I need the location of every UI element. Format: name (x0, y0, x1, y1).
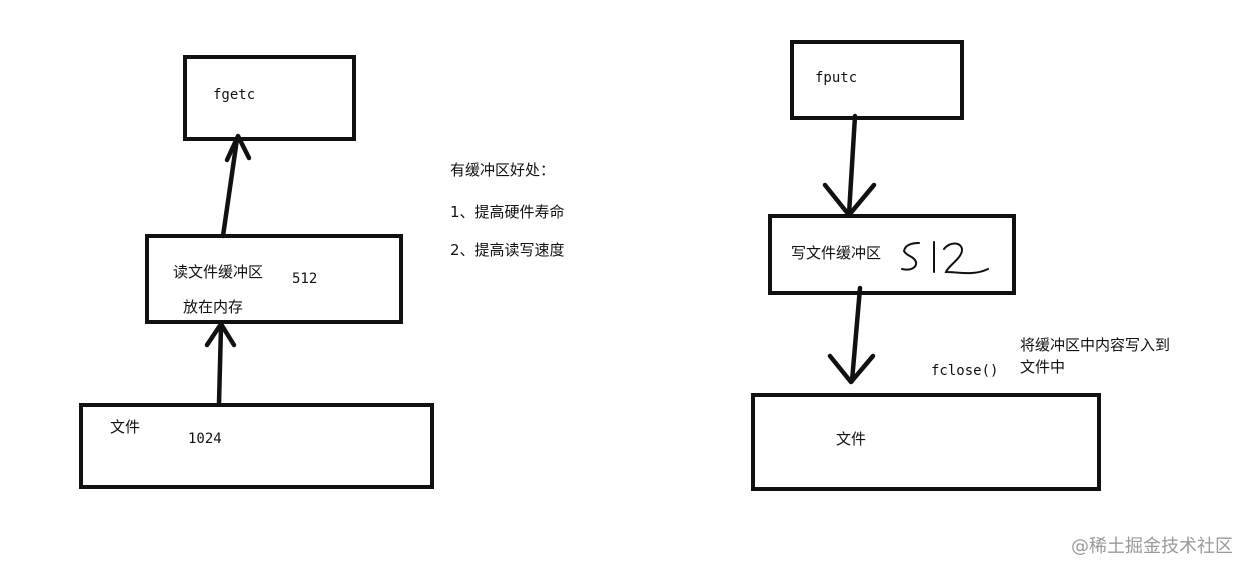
handwritten-512 (901, 241, 989, 275)
write-file-box (751, 393, 1101, 491)
arrowhead-read-buffer-to-fgetc (224, 133, 252, 163)
fclose-label: fclose() (931, 363, 999, 379)
read-buffer-box (145, 234, 403, 324)
watermark: @稀土掘金技术社区 (1071, 536, 1233, 557)
benefit-item-2: 2、提高读写速度 (450, 241, 565, 259)
read-buffer-size: 512 (292, 271, 318, 287)
arrow-write-buffer-to-file (849, 285, 863, 384)
arrowhead-write-buffer-to-file (827, 353, 876, 385)
fgetc-label: fgetc (213, 87, 256, 103)
fputc-label: fputc (815, 70, 858, 86)
read-buffer-note: 放在内存 (183, 298, 244, 316)
write-file-label: 文件 (836, 430, 867, 448)
fgetc-box (183, 55, 356, 141)
arrow-read-buffer-to-fgetc (220, 136, 240, 239)
fclose-note-line1: 将缓冲区中内容写入到 (1020, 336, 1171, 354)
read-file-label: 文件 (110, 418, 141, 436)
arrow-file-to-read-buffer (216, 324, 224, 406)
write-buffer-box (768, 214, 1016, 295)
fclose-note-line2: 文件中 (1020, 358, 1066, 376)
read-file-box (79, 403, 434, 489)
arrowhead-file-to-read-buffer (204, 321, 237, 348)
read-buffer-label: 读文件缓冲区 (173, 263, 264, 281)
write-buffer-label: 写文件缓冲区 (791, 244, 882, 262)
fputc-box (790, 40, 964, 120)
benefit-item-1: 1、提高硬件寿命 (450, 203, 565, 221)
benefits-title: 有缓冲区好处： (450, 161, 556, 179)
read-file-size: 1024 (188, 431, 222, 447)
arrow-fputc-to-write-buffer (846, 113, 858, 217)
